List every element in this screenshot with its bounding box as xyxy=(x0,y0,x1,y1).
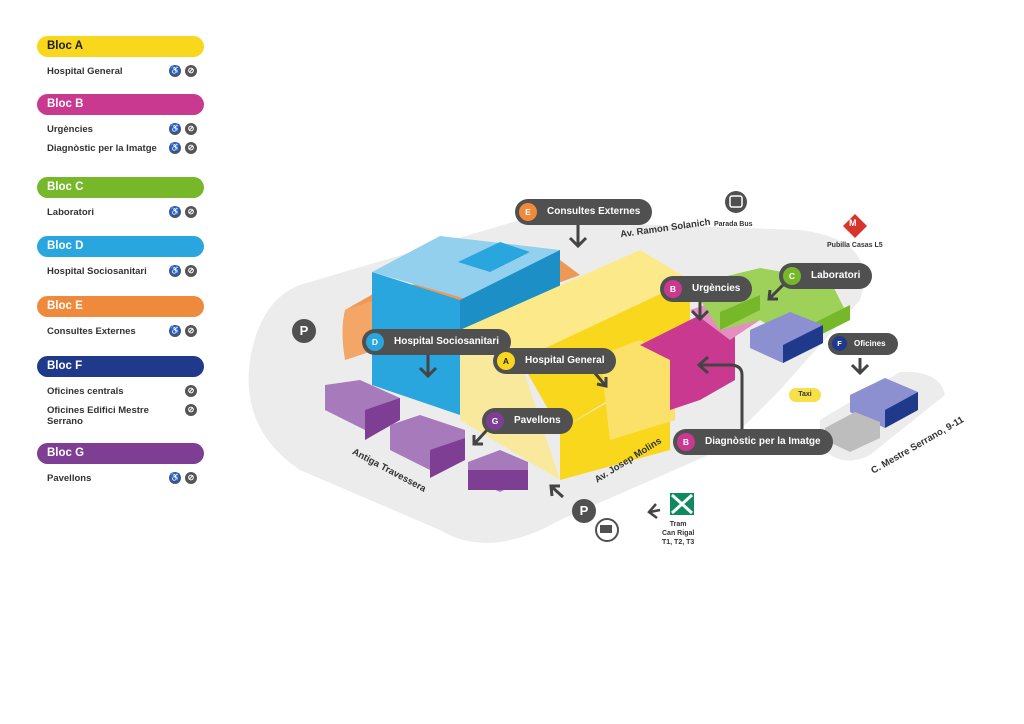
legend-bloc-e: Bloc E Consultes Externes ♿ ⊘ xyxy=(37,296,204,337)
label-text: Laboratori xyxy=(811,270,861,281)
badge-g: G xyxy=(486,412,504,430)
building-a-front xyxy=(460,330,560,480)
legend-item-oficines-mestre-serrano[interactable]: Oficines Edifici Mestre Serrano ⊘ xyxy=(37,404,204,427)
legend-item-hospital-general[interactable]: Hospital General ♿ ⊘ xyxy=(37,65,204,77)
parking-icon[interactable]: P xyxy=(572,499,596,523)
legend-bloc-g: Bloc G Pavellons ♿ ⊘ xyxy=(37,443,204,484)
building-a-top xyxy=(460,250,690,360)
arrow-laboratori xyxy=(767,283,785,301)
arrow-pavellons xyxy=(472,428,489,446)
legend-item-label: Diagnòstic per la Imatge xyxy=(47,143,157,154)
arrow-oficines xyxy=(850,358,870,376)
legend-item-urgencies[interactable]: Urgències ♿ ⊘ xyxy=(37,123,204,135)
legend-item-diagnostic[interactable]: Diagnòstic per la Imatge ♿ ⊘ xyxy=(37,142,204,154)
legend-item-hospital-sociosanitari[interactable]: Hospital Sociosanitari ♿ ⊘ xyxy=(37,265,204,277)
legend-item-pavellons[interactable]: Pavellons ♿ ⊘ xyxy=(37,472,204,484)
bloc-e-header[interactable]: Bloc E xyxy=(37,296,204,317)
legend-bloc-c: Bloc C Laboratori ♿ ⊘ xyxy=(37,177,204,218)
legend-bloc-f: Bloc F Oficines centrals ⊘ Oficines Edif… xyxy=(37,356,204,427)
accessible-icon: ♿ xyxy=(169,265,181,277)
label-text: Pavellons xyxy=(514,415,561,426)
no-entry-icon: ⊘ xyxy=(185,123,197,135)
label-text: Hospital Sociosanitari xyxy=(394,336,500,347)
legend-bloc-b: Bloc B Urgències ♿ ⊘ Diagnòstic per la Im… xyxy=(37,94,204,154)
accessible-icon: ♿ xyxy=(169,325,181,337)
badge-d: D xyxy=(366,333,384,351)
no-entry-icon: ⊘ xyxy=(185,385,197,397)
legend-item-label: Oficines Edifici Mestre Serrano xyxy=(47,405,149,427)
label-diagnostic-imatge[interactable]: B Diagnòstic per la Imatge xyxy=(673,429,833,455)
label-hospital-general[interactable]: A Hospital General xyxy=(493,348,617,374)
legend-item-label: Hospital General xyxy=(47,66,123,77)
legend-item-label: Oficines centrals xyxy=(47,386,124,397)
legend-item-label: Consultes Externes xyxy=(47,326,136,337)
no-entry-icon: ⊘ xyxy=(185,206,197,218)
badge-b: B xyxy=(677,433,695,451)
legend-item-label: Laboratori xyxy=(47,207,94,218)
arrow-urgencies xyxy=(690,300,710,322)
bloc-g-header[interactable]: Bloc G xyxy=(37,443,204,464)
legend-bloc-a: Bloc A Hospital General ♿ ⊘ xyxy=(37,36,204,77)
no-entry-icon: ⊘ xyxy=(185,142,197,154)
accessible-icon: ♿ xyxy=(169,472,181,484)
legend-item-oficines-centrals[interactable]: Oficines centrals ⊘ xyxy=(37,385,204,397)
label-oficines[interactable]: F Oficines xyxy=(828,333,898,355)
taxi-stand[interactable]: Taxi xyxy=(789,388,821,402)
badge-e: E xyxy=(519,203,537,221)
badge-f: F xyxy=(832,336,847,351)
bloc-f-header[interactable]: Bloc F xyxy=(37,356,204,377)
tram-name: Tram xyxy=(669,521,687,528)
bus-stop-label: Parada Bus xyxy=(714,221,753,228)
label-text: Hospital General xyxy=(525,355,605,366)
no-entry-icon: ⊘ xyxy=(185,404,197,416)
tram-lines: T1, T2, T3 xyxy=(662,539,695,546)
legend-item-label: Pavellons xyxy=(47,473,92,484)
label-pavellons[interactable]: G Pavellons xyxy=(482,408,573,434)
arrow-parking xyxy=(549,484,565,499)
label-text: Consultes Externes xyxy=(547,206,641,217)
no-entry-icon: ⊘ xyxy=(185,325,197,337)
accessible-icon: ♿ xyxy=(169,65,181,77)
arrow-tram xyxy=(647,503,661,519)
bloc-b-header[interactable]: Bloc B xyxy=(37,94,204,115)
legend-item-laboratori[interactable]: Laboratori ♿ ⊘ xyxy=(37,206,204,218)
label-urgencies[interactable]: B Urgències xyxy=(660,276,753,302)
arrow-e xyxy=(568,222,588,249)
legend-item-consultes-externes[interactable]: Consultes Externes ♿ ⊘ xyxy=(37,325,204,337)
label-hospital-sociosanitari[interactable]: D Hospital Sociosanitari xyxy=(362,329,512,355)
legend-bloc-d: Bloc D Hospital Sociosanitari ♿ ⊘ xyxy=(37,236,204,277)
legend-item-label: Hospital Sociosanitari xyxy=(47,266,147,277)
label-laboratori[interactable]: C Laboratori xyxy=(779,263,873,289)
label-text: Oficines xyxy=(854,339,886,348)
metro-letter: M xyxy=(849,218,857,228)
accessible-icon: ♿ xyxy=(169,142,181,154)
building-b xyxy=(640,315,735,410)
badge-a: A xyxy=(497,352,515,370)
metro-stop-label: Pubilla Casas L5 xyxy=(827,242,883,249)
bus-icon xyxy=(725,191,747,213)
label-text: Diagnòstic per la Imatge xyxy=(705,436,821,447)
badge-b: B xyxy=(664,280,682,298)
tram-stop: Can Rigal xyxy=(662,530,695,537)
metro-icon xyxy=(843,214,867,238)
label-text: Urgències xyxy=(692,283,741,294)
tram-label: Tram Can Rigal T1, T2, T3 xyxy=(662,520,694,547)
legend-item-label: Urgències xyxy=(47,124,93,135)
no-entry-icon: ⊘ xyxy=(185,65,197,77)
arrow-hospital-general xyxy=(592,371,608,388)
no-entry-icon: ⊘ xyxy=(185,472,197,484)
accessible-icon: ♿ xyxy=(169,123,181,135)
bloc-a-header[interactable]: Bloc A xyxy=(37,36,204,57)
arrow-sociosanitari xyxy=(418,355,438,379)
bloc-d-header[interactable]: Bloc D xyxy=(37,236,204,257)
parking-icon[interactable]: P xyxy=(292,319,316,343)
accessible-icon: ♿ xyxy=(169,206,181,218)
label-consultes-externes[interactable]: E Consultes Externes xyxy=(515,199,653,225)
no-entry-icon: ⊘ xyxy=(185,265,197,277)
badge-c: C xyxy=(783,267,801,285)
bloc-c-header[interactable]: Bloc C xyxy=(37,177,204,198)
arrow-diagnostic xyxy=(696,355,744,430)
